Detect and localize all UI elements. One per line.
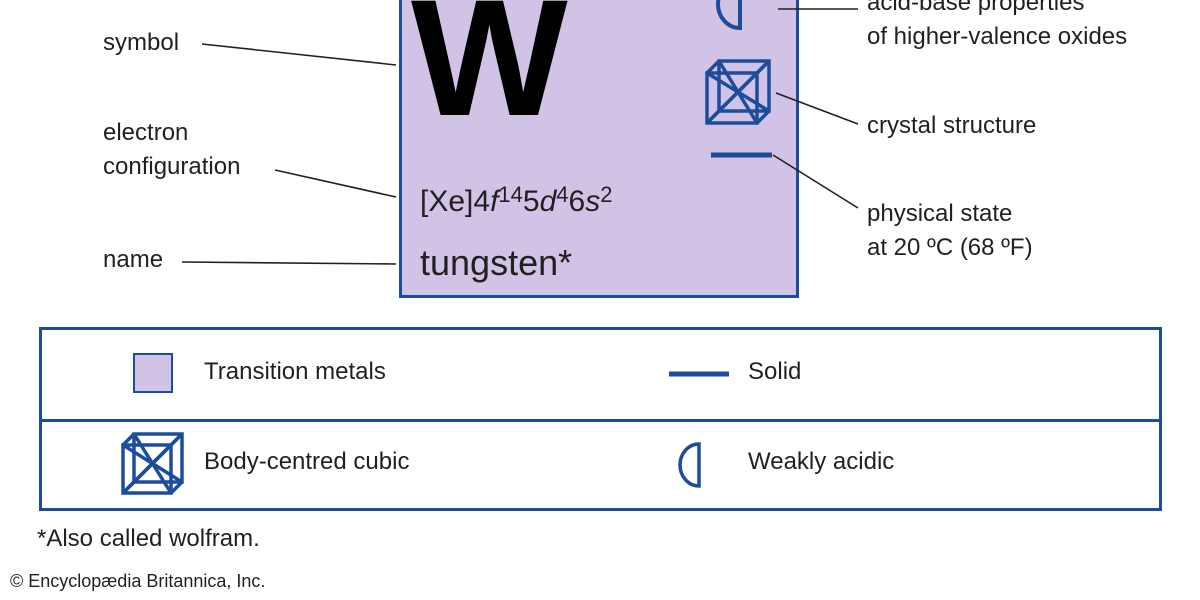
callout-physical-state: physical state at 20 ºC (68 ºF): [867, 200, 1033, 261]
legend-box: [39, 327, 1162, 511]
legend-label-transition-metals: Transition metals: [204, 358, 386, 385]
callout-electron-configuration: electron configuration: [103, 119, 241, 180]
callout-crystal-structure: crystal structure: [867, 112, 1037, 139]
element-symbol: W: [411, 0, 568, 151]
legend-label-weakly-acidic: Weakly acidic: [748, 448, 895, 475]
legend-divider: [42, 419, 1159, 422]
legend-label-body-centred-cubic: Body-centred cubic: [204, 448, 410, 475]
name-leader-line: [181, 261, 397, 265]
configuration-leader-line: [274, 169, 397, 198]
callout-acid-base: acid-base properties of higher-valence o…: [867, 0, 1128, 50]
body-centred-cubic-icon: [121, 432, 184, 495]
body-centred-cubic-icon: [705, 59, 771, 125]
symbol-leader-line: [201, 43, 397, 66]
callout-name: name: [103, 246, 164, 273]
element-name: tungsten*: [420, 242, 573, 283]
weakly-acidic-half-circle-icon: [716, 0, 742, 31]
callout-symbol: symbol: [103, 29, 180, 56]
weakly-acidic-half-circle-icon: [678, 442, 701, 488]
legend-label-solid: Solid: [748, 358, 802, 385]
footnote: *Also called wolfram.: [37, 525, 260, 552]
physical-state-leader-line: [772, 154, 859, 209]
crystal-structure-leader-line: [775, 92, 859, 125]
solid-line-icon: [669, 371, 729, 377]
transition-metals-swatch: [133, 353, 173, 393]
copyright-notice: © Encyclopædia Britannica, Inc.: [10, 571, 266, 591]
element-card: [399, 0, 799, 298]
electron-configuration: [Xe]4f145d46s2: [420, 182, 613, 219]
